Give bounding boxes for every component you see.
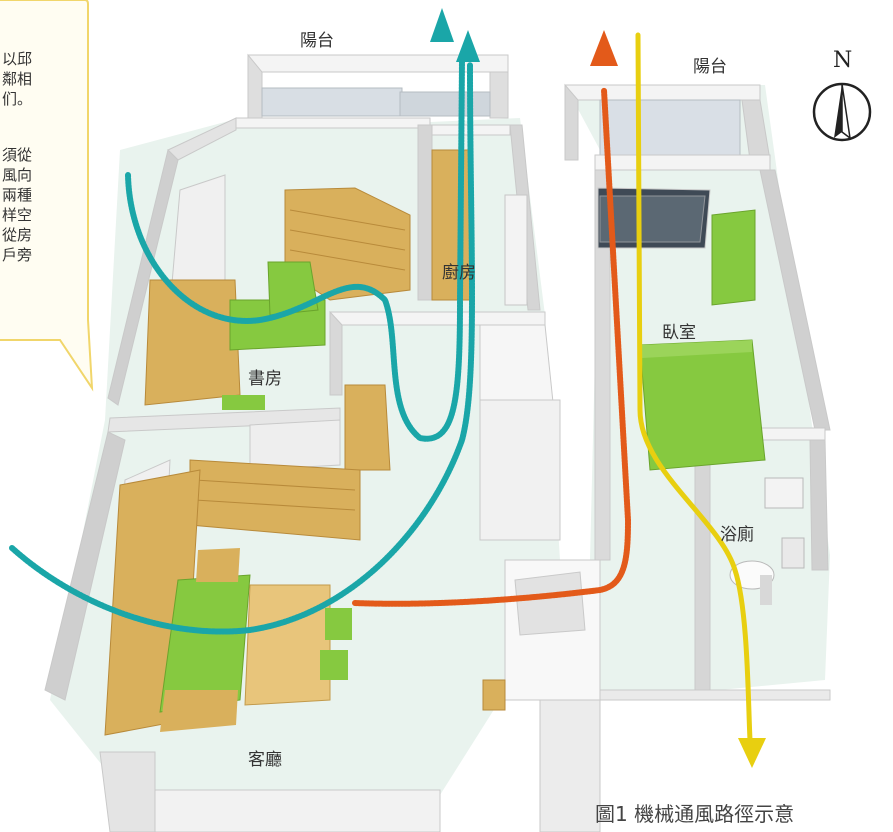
bubble-line-2: 鄰相 [2,70,33,88]
bubble-line-5: 風向 [2,166,33,184]
bubble-line-6: 兩種 [2,186,33,204]
bathroom-label: 浴廁 [720,525,754,545]
furniture [104,149,772,736]
bubble-line-4: 須從 [2,146,33,164]
bedroom-label: 臥室 [662,323,696,343]
kitchen-label: 廚房 [442,263,476,283]
speech-bubble [0,0,94,392]
balcony-right-label: 陽台 [693,57,727,77]
study-label: 書房 [248,369,282,389]
balcony-left-label: 陽台 [300,31,334,51]
bubble-line-1: 以邱 [2,50,33,68]
airflow-paths [9,8,766,768]
north-label: N [833,48,853,73]
compass-icon [812,82,872,142]
bubble-line-8: 從房 [2,226,33,244]
bubble-line-3: 们。 [2,90,33,108]
bubble-line-9: 戶旁 [2,246,33,264]
living-room-label: 客廳 [248,750,282,770]
bubble-line-7: 样空 [2,206,33,224]
figure-caption: 圖1 機械通風路徑示意 [595,802,795,826]
